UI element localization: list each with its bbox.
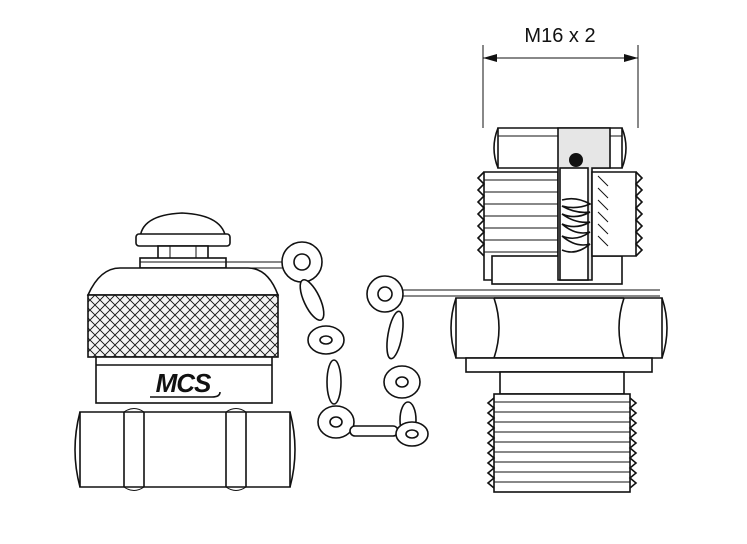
mcs-logo: MCS	[156, 368, 212, 398]
dimension-callout: M16 x 2	[482, 25, 639, 128]
retaining-chain	[140, 241, 660, 447]
dust-cap: MCS	[74, 212, 296, 491]
dimension-label: M16 x 2	[524, 25, 595, 47]
test-coupling	[450, 127, 668, 493]
